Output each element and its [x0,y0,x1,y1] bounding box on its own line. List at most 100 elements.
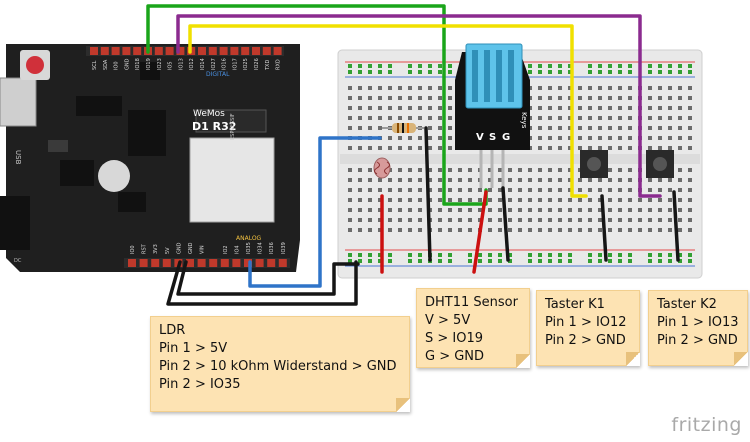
breadboard-hole [688,218,692,222]
rail-hole [498,253,502,257]
breadboard-hole [598,116,602,120]
header-pin [111,47,120,55]
breadboard-hole [418,96,422,100]
resistor [382,123,424,133]
breadboard-hole [678,198,682,202]
breadboard-hole [528,178,532,182]
rail-hole [588,259,592,263]
header-pin [219,47,228,55]
breadboard-hole [378,96,382,100]
header-pin [198,47,206,55]
pin-label: IO4 [234,245,240,254]
breadboard-hole [568,136,572,140]
breadboard-hole [688,116,692,120]
breadboard-hole [548,178,552,182]
pin-label: IO26 [254,58,260,70]
breadboard-hole [608,146,612,150]
breadboard-hole [468,208,472,212]
breadboard-hole [488,218,492,222]
breadboard-hole [628,96,632,100]
breadboard-hole [608,178,612,182]
breadboard-hole [348,178,352,182]
breadboard-hole [398,116,402,120]
breadboard-hole [678,178,682,182]
breadboard-hole [448,116,452,120]
breadboard-hole [378,116,382,120]
pin-label: IO19 [146,58,152,70]
breadboard-hole [438,178,442,182]
wire-black-res [424,126,432,262]
breadboard-hole [548,198,552,202]
rail-hole [528,259,532,263]
breadboard-hole [678,96,682,100]
breadboard-hole [678,146,682,150]
sensor-pin-s: S [489,132,496,143]
breadboard-hole [358,146,362,150]
breadboard-hole [348,198,352,202]
note-k2-line2: Pin 2 > GND [657,333,738,348]
header-pin [252,47,260,55]
breadboard-hole [578,228,582,232]
rail-hole [508,259,512,263]
rail-hole [668,70,672,74]
breadboard-hole [598,106,602,110]
wire-black-dht [501,186,510,262]
breadboard-hole [618,198,622,202]
breadboard-hole [608,228,612,232]
breadboard-hole [588,126,592,130]
rail-hole [438,64,442,68]
note-dht11: DHT11 Sensor V > 5V S > IO19 G > GND [416,288,530,368]
header-pin [241,47,250,55]
breadboard-hole [448,168,452,172]
rail-hole [598,253,602,257]
breadboard-hole [428,96,432,100]
breadboard-hole [488,188,492,192]
breadboard-hole [438,96,442,100]
breadboard-hole [678,218,682,222]
breadboard-hole [408,116,412,120]
breadboard-hole [618,146,622,150]
breadboard-hole [508,178,512,182]
breadboard-hole [428,126,432,130]
pin-label: IO23 [157,58,163,70]
breadboard-hole [618,136,622,140]
breadboard-hole [398,146,402,150]
pin-label: IO0 [130,245,136,254]
breadboard-hole [388,106,392,110]
breadboard-hole [648,116,652,120]
breadboard-hole [648,126,652,130]
breadboard-hole [448,218,452,222]
rail-hole [618,259,622,263]
header-pin [197,259,206,267]
rail-hole [598,64,602,68]
rail-hole [548,70,552,74]
rail-hole [488,253,492,257]
breadboard-hole [528,208,532,212]
breadboard-hole [488,228,492,232]
breadboard-hole [688,208,692,212]
breadboard-hole [628,86,632,90]
breadboard-hole [368,218,372,222]
breadboard-hole [548,96,552,100]
breadboard-hole [598,228,602,232]
breadboard-hole [358,96,362,100]
breadboard-hole [568,168,572,172]
rail-hole [668,259,672,263]
breadboard-hole [488,168,492,172]
breadboard-hole [518,168,522,172]
pin-label: 3V3 [153,244,159,254]
usb-label: USB [14,150,22,165]
pin-label: IO14 [200,58,206,70]
breadboard-hole [438,106,442,110]
breadboard-hole [438,146,442,150]
wire-red-dht [472,190,488,274]
breadboard-hole [588,178,592,182]
rail-hole [448,64,452,68]
breadboard-hole [578,106,582,110]
breadboard-hole [618,208,622,212]
header-pin [208,47,217,55]
breadboard-hole [648,106,652,110]
rail-hole [468,253,472,257]
breadboard-hole [548,106,552,110]
